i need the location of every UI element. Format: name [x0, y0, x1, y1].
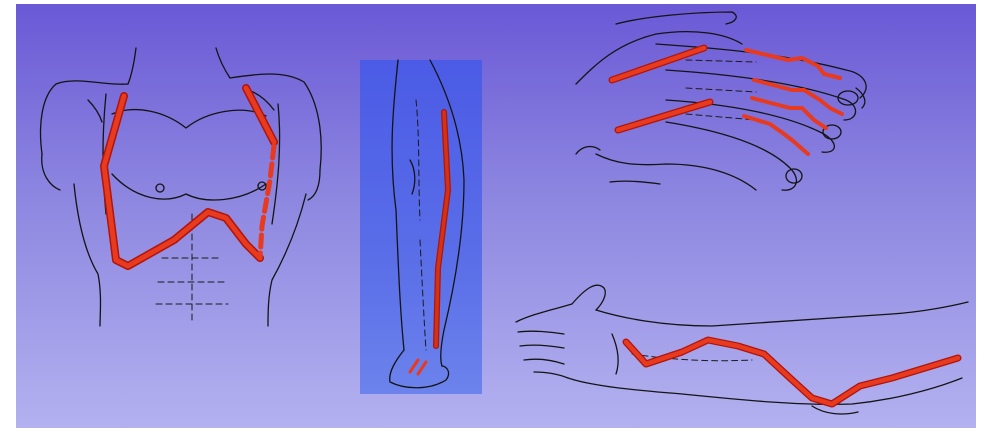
- hand-illustration: [556, 4, 886, 214]
- forearm-illustration: [512, 274, 976, 428]
- leg-sketch-icon: [390, 60, 464, 388]
- leg-incision: [410, 112, 448, 374]
- figure-slide: [16, 4, 976, 428]
- hand-incisions: [612, 48, 842, 154]
- torso-illustration: [16, 4, 356, 428]
- torso-incision: [104, 88, 274, 266]
- leg-panel: [360, 60, 482, 394]
- torso-sketch-icon: [41, 48, 322, 326]
- leg-illustration: [360, 60, 482, 394]
